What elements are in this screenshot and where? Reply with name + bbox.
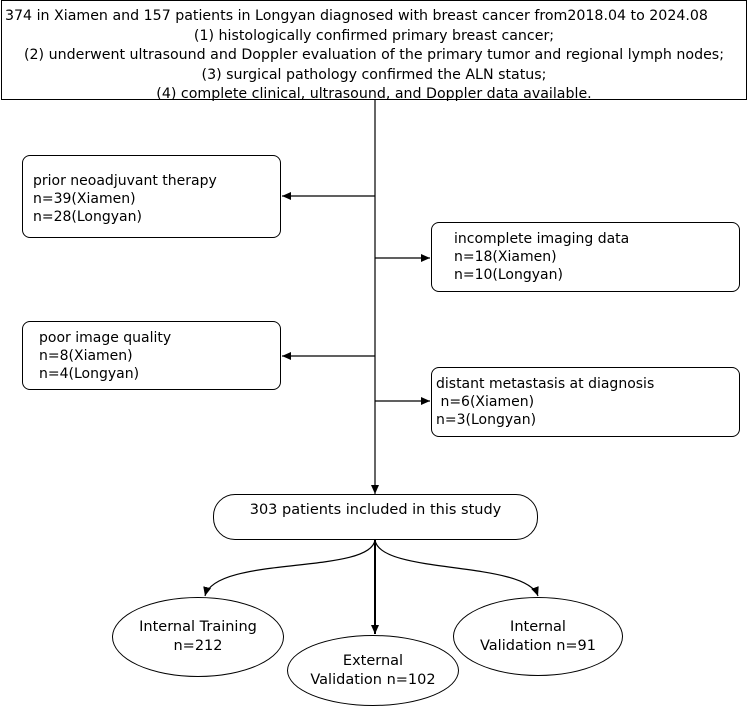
curve-arrow-internal-validation	[374, 539, 539, 597]
exclusion-box-neoadjuvant: prior neoadjuvant therapy n=39(Xiamen) n…	[22, 155, 281, 238]
internal-validation-label-line1: Internal	[510, 618, 566, 635]
exclusion-count-longyan: n=4(Longyan)	[39, 366, 140, 382]
exclusion-box-distant-metastasis: distant metastasis at diagnosis n=6(Xiam…	[431, 367, 740, 437]
inclusion-criteria-box: 374 in Xiamen and 157 patients in Longya…	[1, 0, 747, 102]
internal-training-label: Internal Training n=212	[139, 619, 257, 654]
external-validation-label-line1: External	[342, 652, 404, 669]
external-validation-label-line2: Validation n=102	[310, 671, 436, 688]
exclusion-reason: incomplete imaging data	[454, 231, 630, 247]
exclusion-count-xiamen: n=6(Xiamen)	[436, 394, 535, 410]
internal-validation-label-line2: Validation n=91	[480, 637, 596, 654]
exclusion-reason: prior neoadjuvant therapy	[33, 173, 217, 189]
exclusion-count-longyan: n=28(Longyan)	[33, 209, 142, 225]
exclusion-count-xiamen: n=8(Xiamen)	[39, 348, 133, 364]
exclusion-reason: distant metastasis at diagnosis	[436, 376, 655, 392]
criterion-2: (2) underwent ultrasound and Doppler eva…	[24, 47, 724, 63]
included-patients-text: 303 patients included in this study	[249, 502, 502, 518]
exclusion-count-xiamen: n=18(Xiamen)	[454, 249, 557, 265]
criterion-1: (1) histologically confirmed primary bre…	[193, 27, 555, 44]
included-patients-box: 303 patients included in this study	[213, 494, 538, 540]
external-validation-ellipse: External Validation n=102	[287, 635, 459, 706]
internal-validation-ellipse: Internal Validation n=91	[453, 597, 623, 676]
exclusion-reason: poor image quality	[39, 330, 172, 346]
exclusion-count-xiamen: n=39(Xiamen)	[33, 191, 136, 207]
criterion-3: (3) surgical pathology confirmed the ALN…	[201, 66, 547, 83]
criterion-4: (4) complete clinical, ultrasound, and D…	[156, 86, 592, 102]
exclusion-box-poor-image-quality: poor image quality n=8(Xiamen) n=4(Longy…	[22, 321, 281, 390]
curve-arrow-training	[203, 539, 376, 597]
exclusion-count-longyan: n=10(Longyan)	[454, 267, 563, 283]
exclusion-count-longyan: n=3(Longyan)	[436, 412, 537, 428]
internal-training-ellipse: Internal Training n=212	[112, 597, 284, 677]
cohort-source-text: 374 in Xiamen and 157 patients in Longya…	[5, 8, 708, 24]
exclusion-box-incomplete-imaging: incomplete imaging data n=18(Xiamen) n=1…	[431, 222, 740, 292]
